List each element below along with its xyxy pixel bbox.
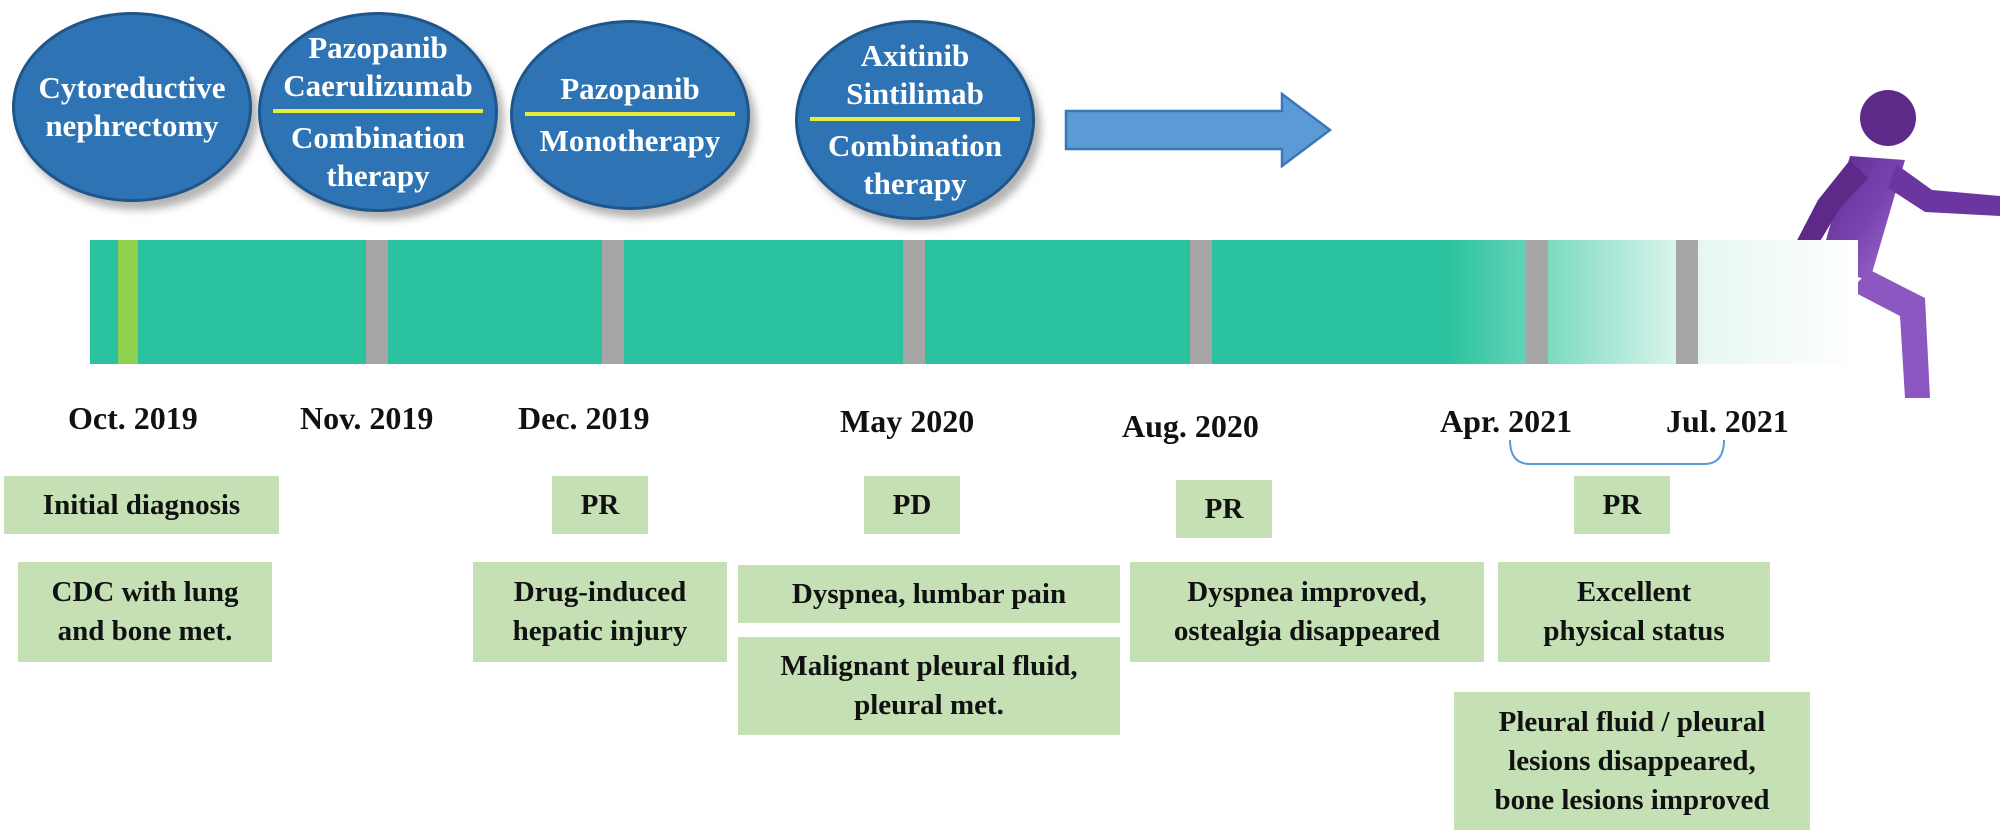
event-pr-dec2019: PR (552, 476, 648, 534)
treatment-divider (810, 117, 1020, 121)
event-text-line2: lesions disappeared, (1508, 744, 1756, 777)
date-jul2021: Jul. 2021 (1666, 403, 1789, 439)
treatment-axitinib-sintilimab: Axitinib Sintilimab Combination therapy (795, 20, 1035, 220)
timeline-tick-dec2019 (602, 240, 624, 364)
event-text-line2: hepatic injury (512, 615, 688, 647)
date-nov2019: Nov. 2019 (300, 400, 434, 436)
date-range-bracket (1509, 439, 1725, 465)
event-text: Initial diagnosis (42, 488, 241, 521)
event-pd-may2020: PD (864, 476, 960, 534)
event-text: PR (580, 488, 620, 521)
event-lesions-disappeared: Pleural fluid / pleural lesions disappea… (1454, 692, 1810, 830)
treatment-drug1: Axitinib (860, 38, 970, 73)
treatment-drug1: Pazopanib (308, 30, 448, 65)
event-text: PR (1602, 488, 1642, 521)
timeline-bar-fade-3 (1698, 240, 1858, 364)
event-malignant-pleural-fluid: Malignant pleural fluid, pleural met. (738, 637, 1120, 735)
treatment-type1: Combination (291, 120, 465, 155)
event-text-line1: Drug-induced (513, 576, 687, 608)
event-dyspnea-improved: Dyspnea improved, ostealgia disappeared (1130, 562, 1484, 662)
timeline-tick-jul2021 (1676, 240, 1698, 364)
event-text-line1: Excellent (1576, 576, 1692, 608)
treatment-label-line1: Cytoreductive (38, 70, 226, 105)
date-may2020: May 2020 (840, 403, 975, 439)
event-pr-aug2020: PR (1176, 480, 1272, 538)
event-text: Dyspnea, lumbar pain (791, 577, 1067, 610)
event-text-line2: and bone met. (57, 615, 233, 647)
timeline-bar-fade-2 (1548, 240, 1676, 364)
treatment-type2: therapy (863, 166, 967, 201)
event-cdc-lung-bone-met: CDC with lung and bone met. (18, 562, 272, 662)
event-text-line2: pleural met. (854, 689, 1004, 721)
event-excellent-physical-status: Excellent physical status (1498, 562, 1770, 662)
treatment-pazopanib-monotherapy: Pazopanib Monotherapy (510, 20, 750, 210)
timeline-bar-solid (90, 240, 1448, 364)
treatment-pazopanib-caerulizumab: Pazopanib Caerulizumab Combination thera… (258, 12, 498, 212)
treatment-divider (273, 109, 483, 113)
event-text-line3: bone lesions improved (1494, 783, 1770, 816)
event-text-line2: physical status (1543, 615, 1725, 647)
date-aug2020: Aug. 2020 (1122, 408, 1259, 444)
event-text-line1: Malignant pleural fluid, (780, 650, 1078, 682)
timeline-tick-apr2021 (1526, 240, 1548, 364)
event-initial-diagnosis: Initial diagnosis (4, 476, 279, 534)
event-pr-2021: PR (1574, 476, 1670, 534)
right-arrow-icon (1064, 92, 1333, 168)
treatment-type2: therapy (326, 158, 430, 193)
event-text-line1: Pleural fluid / pleural (1498, 705, 1766, 738)
event-hepatic-injury: Drug-induced hepatic injury (473, 562, 727, 662)
treatment-drug2: Caerulizumab (283, 68, 473, 103)
event-text-line1: CDC with lung (51, 576, 239, 608)
date-dec2019: Dec. 2019 (518, 400, 650, 436)
event-text-line2: ostealgia disappeared (1173, 615, 1441, 647)
event-text: PR (1204, 492, 1244, 525)
date-oct2019: Oct. 2019 (68, 400, 198, 436)
treatment-type1: Combination (828, 128, 1002, 163)
timeline-tick-surgery (118, 240, 138, 364)
event-text-line1: Dyspnea improved, (1187, 576, 1427, 608)
event-text: PD (892, 488, 932, 521)
timeline-tick-aug2020 (1190, 240, 1212, 364)
treatment-drug2: Sintilimab (846, 76, 984, 111)
treatment-divider (525, 112, 735, 116)
treatment-cytoreductive-nephrectomy: Cytoreductive nephrectomy (12, 12, 252, 202)
treatment-type1: Monotherapy (539, 123, 721, 158)
treatment-label-line2: nephrectomy (45, 108, 219, 143)
timeline-tick-may2020 (903, 240, 925, 364)
treatment-drug1: Pazopanib (560, 71, 700, 106)
timeline-tick-nov2019 (366, 240, 388, 364)
timeline-bar-fade-1 (1448, 240, 1526, 364)
date-apr2021: Apr. 2021 (1440, 403, 1573, 439)
event-dyspnea-lumbar-pain: Dyspnea, lumbar pain (738, 565, 1120, 623)
